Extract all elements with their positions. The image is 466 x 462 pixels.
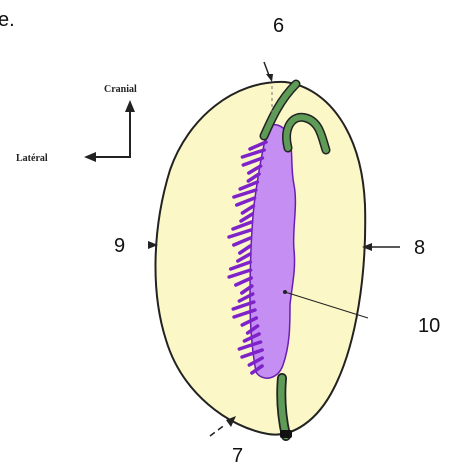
pointer-7-dash bbox=[210, 424, 226, 436]
label-6: 6 bbox=[273, 15, 284, 37]
axis-label-lateral: Latéral bbox=[16, 153, 48, 164]
pointer-10-dot bbox=[283, 290, 287, 294]
label-8: 8 bbox=[414, 237, 425, 259]
orientation-axes: Cranial Latéral bbox=[16, 84, 137, 164]
axis-vertical-arrowhead bbox=[125, 100, 135, 112]
label-7: 7 bbox=[232, 445, 243, 462]
label-10: 10 bbox=[418, 315, 440, 337]
header-fragment: e. bbox=[0, 9, 15, 31]
axis-horizontal-arrowhead bbox=[84, 152, 96, 162]
axis-label-cranial: Cranial bbox=[104, 84, 137, 95]
label-9: 9 bbox=[114, 235, 125, 257]
lower-duct-cap bbox=[280, 430, 292, 438]
pointer-6-arrowhead bbox=[266, 74, 273, 82]
